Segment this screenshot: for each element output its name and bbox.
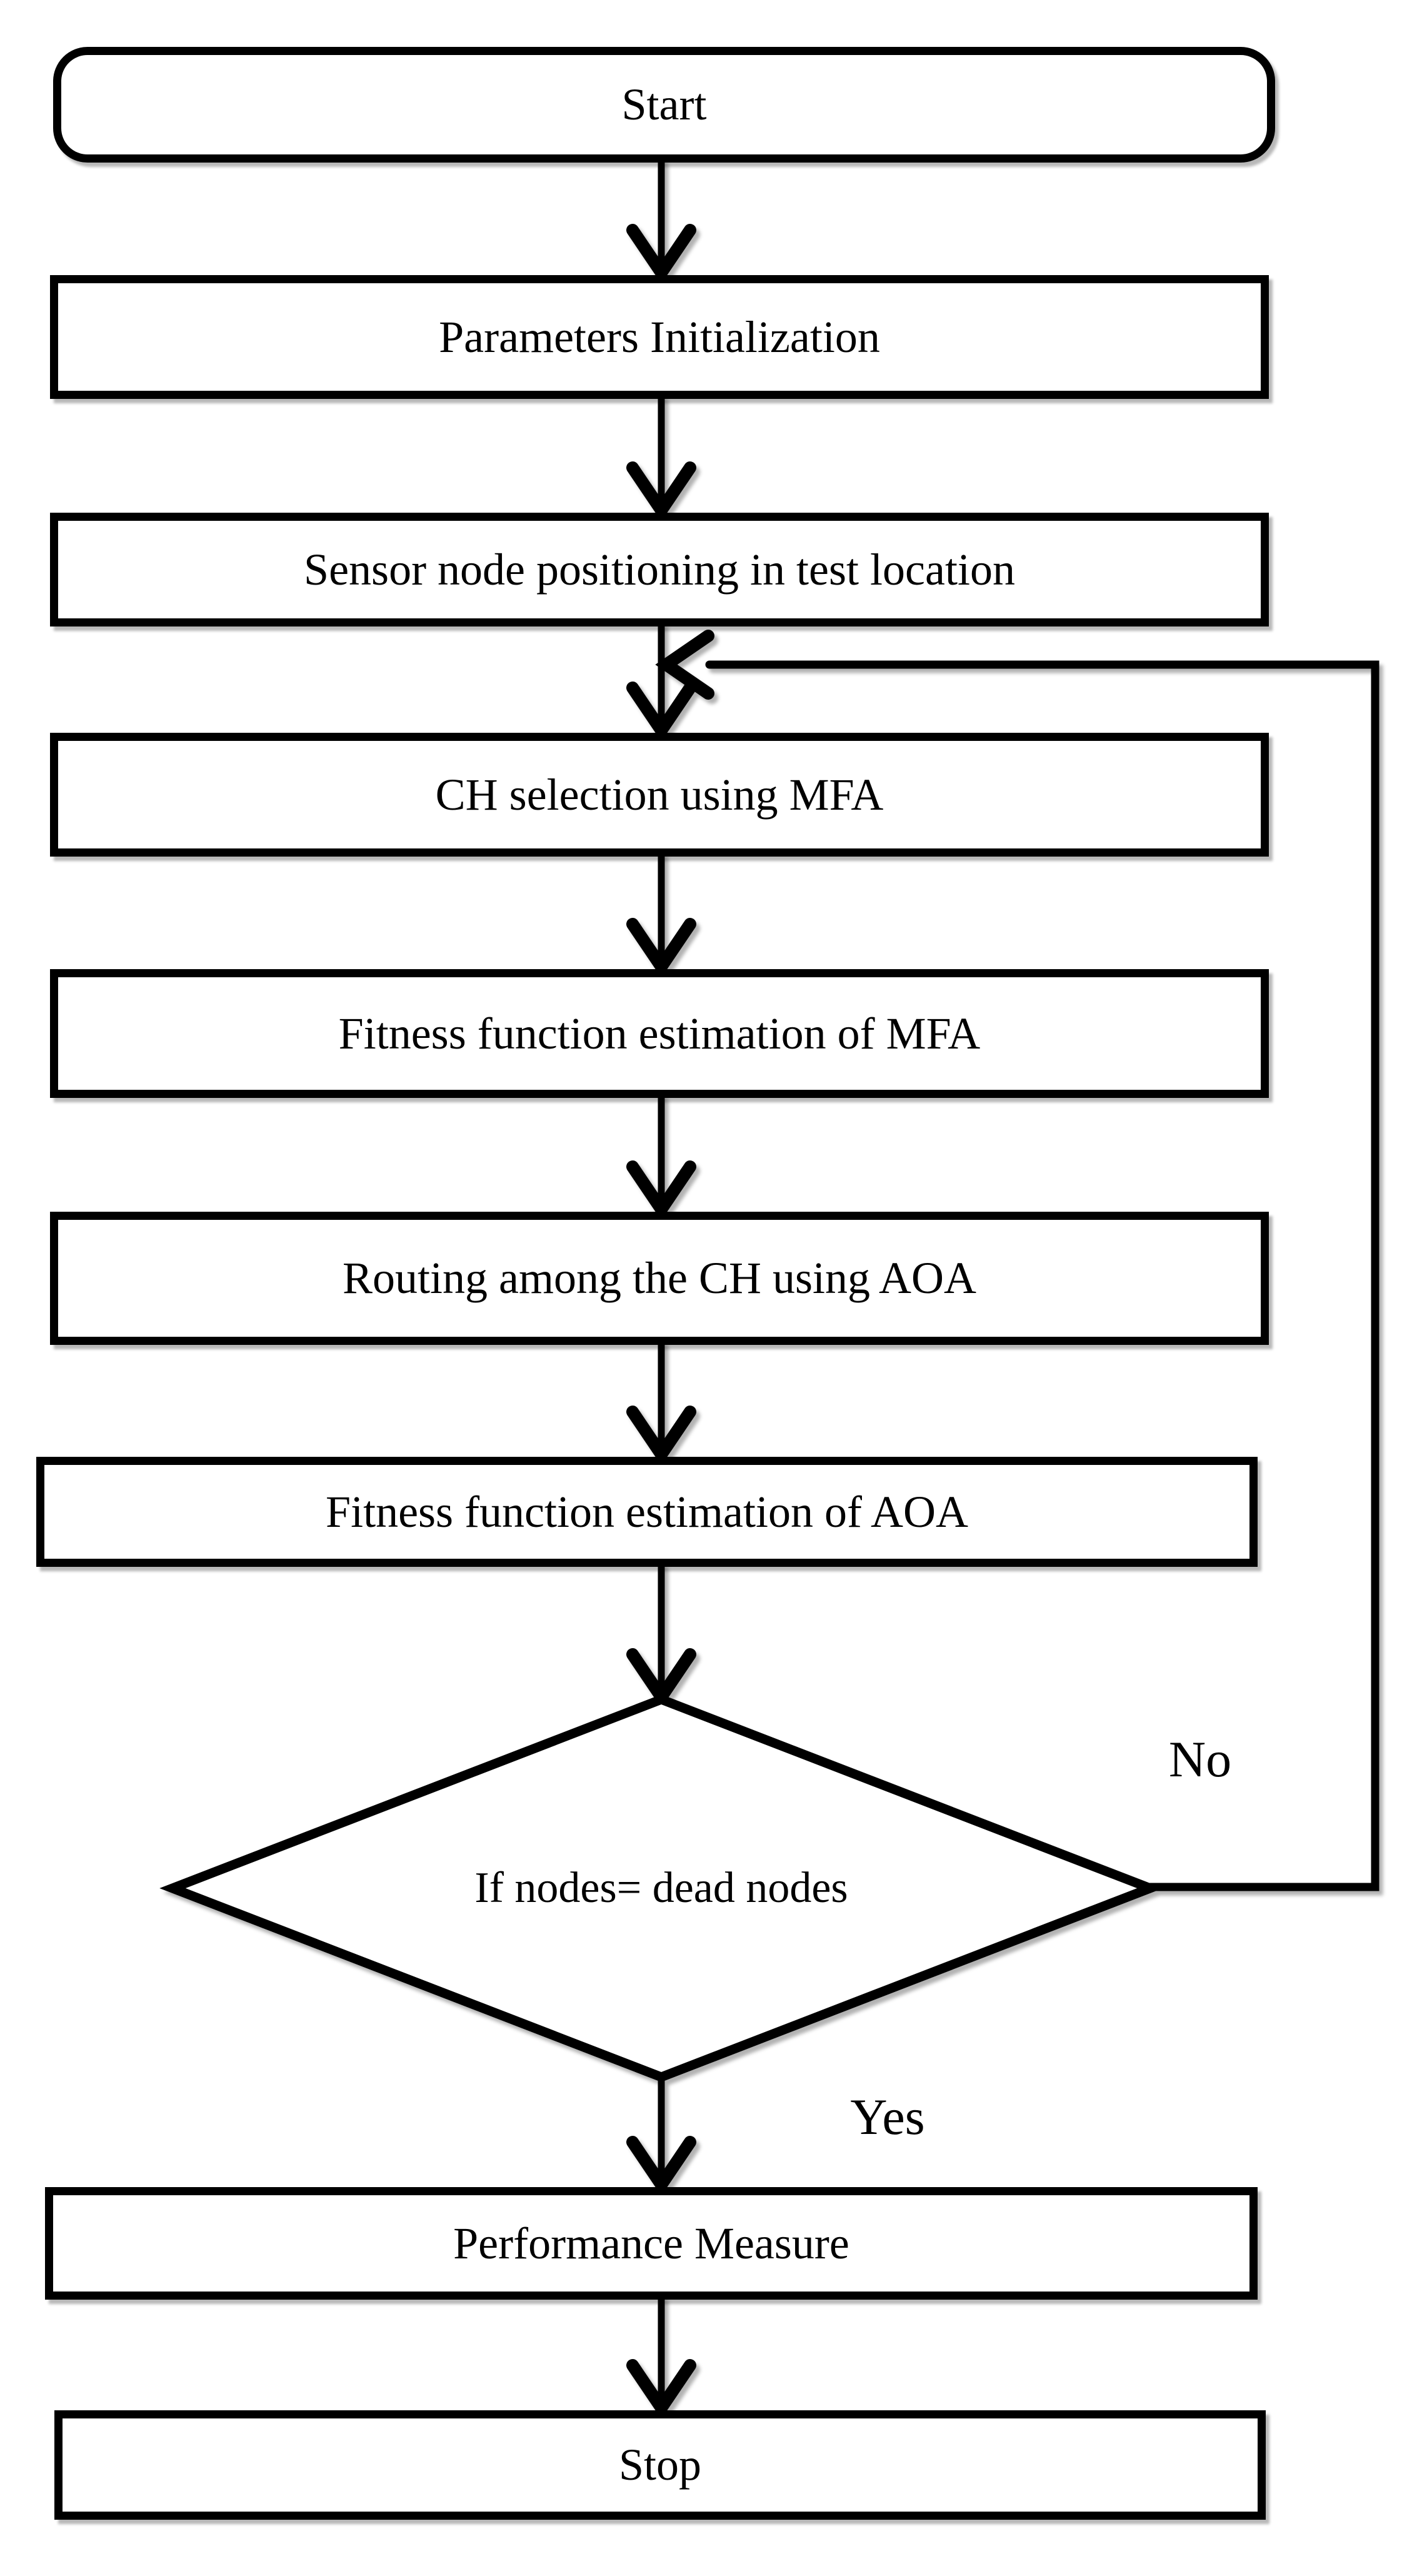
node-fitness-aoa: Fitness function estimation of AOA [36,1457,1258,1567]
node-parameters-initialization: Parameters Initialization [50,275,1269,399]
arrow-parameters-to-sensor [626,394,696,521]
edge-label-no-text: No [1168,1731,1232,1788]
arrow-fitness-aoa-to-decision [626,1562,696,1708]
edge-label-yes-text: Yes [850,2088,925,2145]
arrow-performance-to-stop [626,2295,696,2419]
arrow-start-to-parameters [626,158,696,284]
arrow-sensor-to-ch-selection [626,621,696,742]
node-routing-aoa-label: Routing among the CH using AOA [342,1253,976,1303]
node-ch-selection: CH selection using MFA [50,733,1269,857]
arrow-routing-to-fitness-aoa [626,1340,696,1466]
node-fitness-mfa: Fitness function estimation of MFA [50,969,1269,1098]
node-stop: Stop [54,2410,1266,2520]
arrow-decision-to-performance [626,2072,696,2196]
node-performance-measure: Performance Measure [45,2187,1258,2300]
node-fitness-mfa-label: Fitness function estimation of MFA [338,1008,981,1059]
node-sensor-positioning-label: Sensor node positioning in test location [304,544,1015,595]
node-decision-dead-nodes: If nodes= dead nodes [349,1848,974,1929]
node-routing-aoa: Routing among the CH using AOA [50,1212,1269,1345]
edge-label-no: No [1125,1725,1275,1794]
node-ch-selection-label: CH selection using MFA [435,769,884,820]
node-decision-dead-nodes-label: If nodes= dead nodes [474,1864,848,1912]
node-parameters-initialization-label: Parameters Initialization [439,311,880,362]
node-start-label: Start [621,79,707,129]
node-sensor-positioning: Sensor node positioning in test location [50,513,1269,626]
node-performance-measure-label: Performance Measure [453,2218,849,2268]
node-stop-label: Stop [618,2440,702,2490]
node-start: Start [53,47,1275,163]
arrow-ch-to-fitness-mfa [626,852,696,978]
arrow-fitness-mfa-to-routing [626,1093,696,1220]
node-fitness-aoa-label: Fitness function estimation of AOA [326,1486,968,1537]
edge-label-yes: Yes [813,2083,963,2151]
